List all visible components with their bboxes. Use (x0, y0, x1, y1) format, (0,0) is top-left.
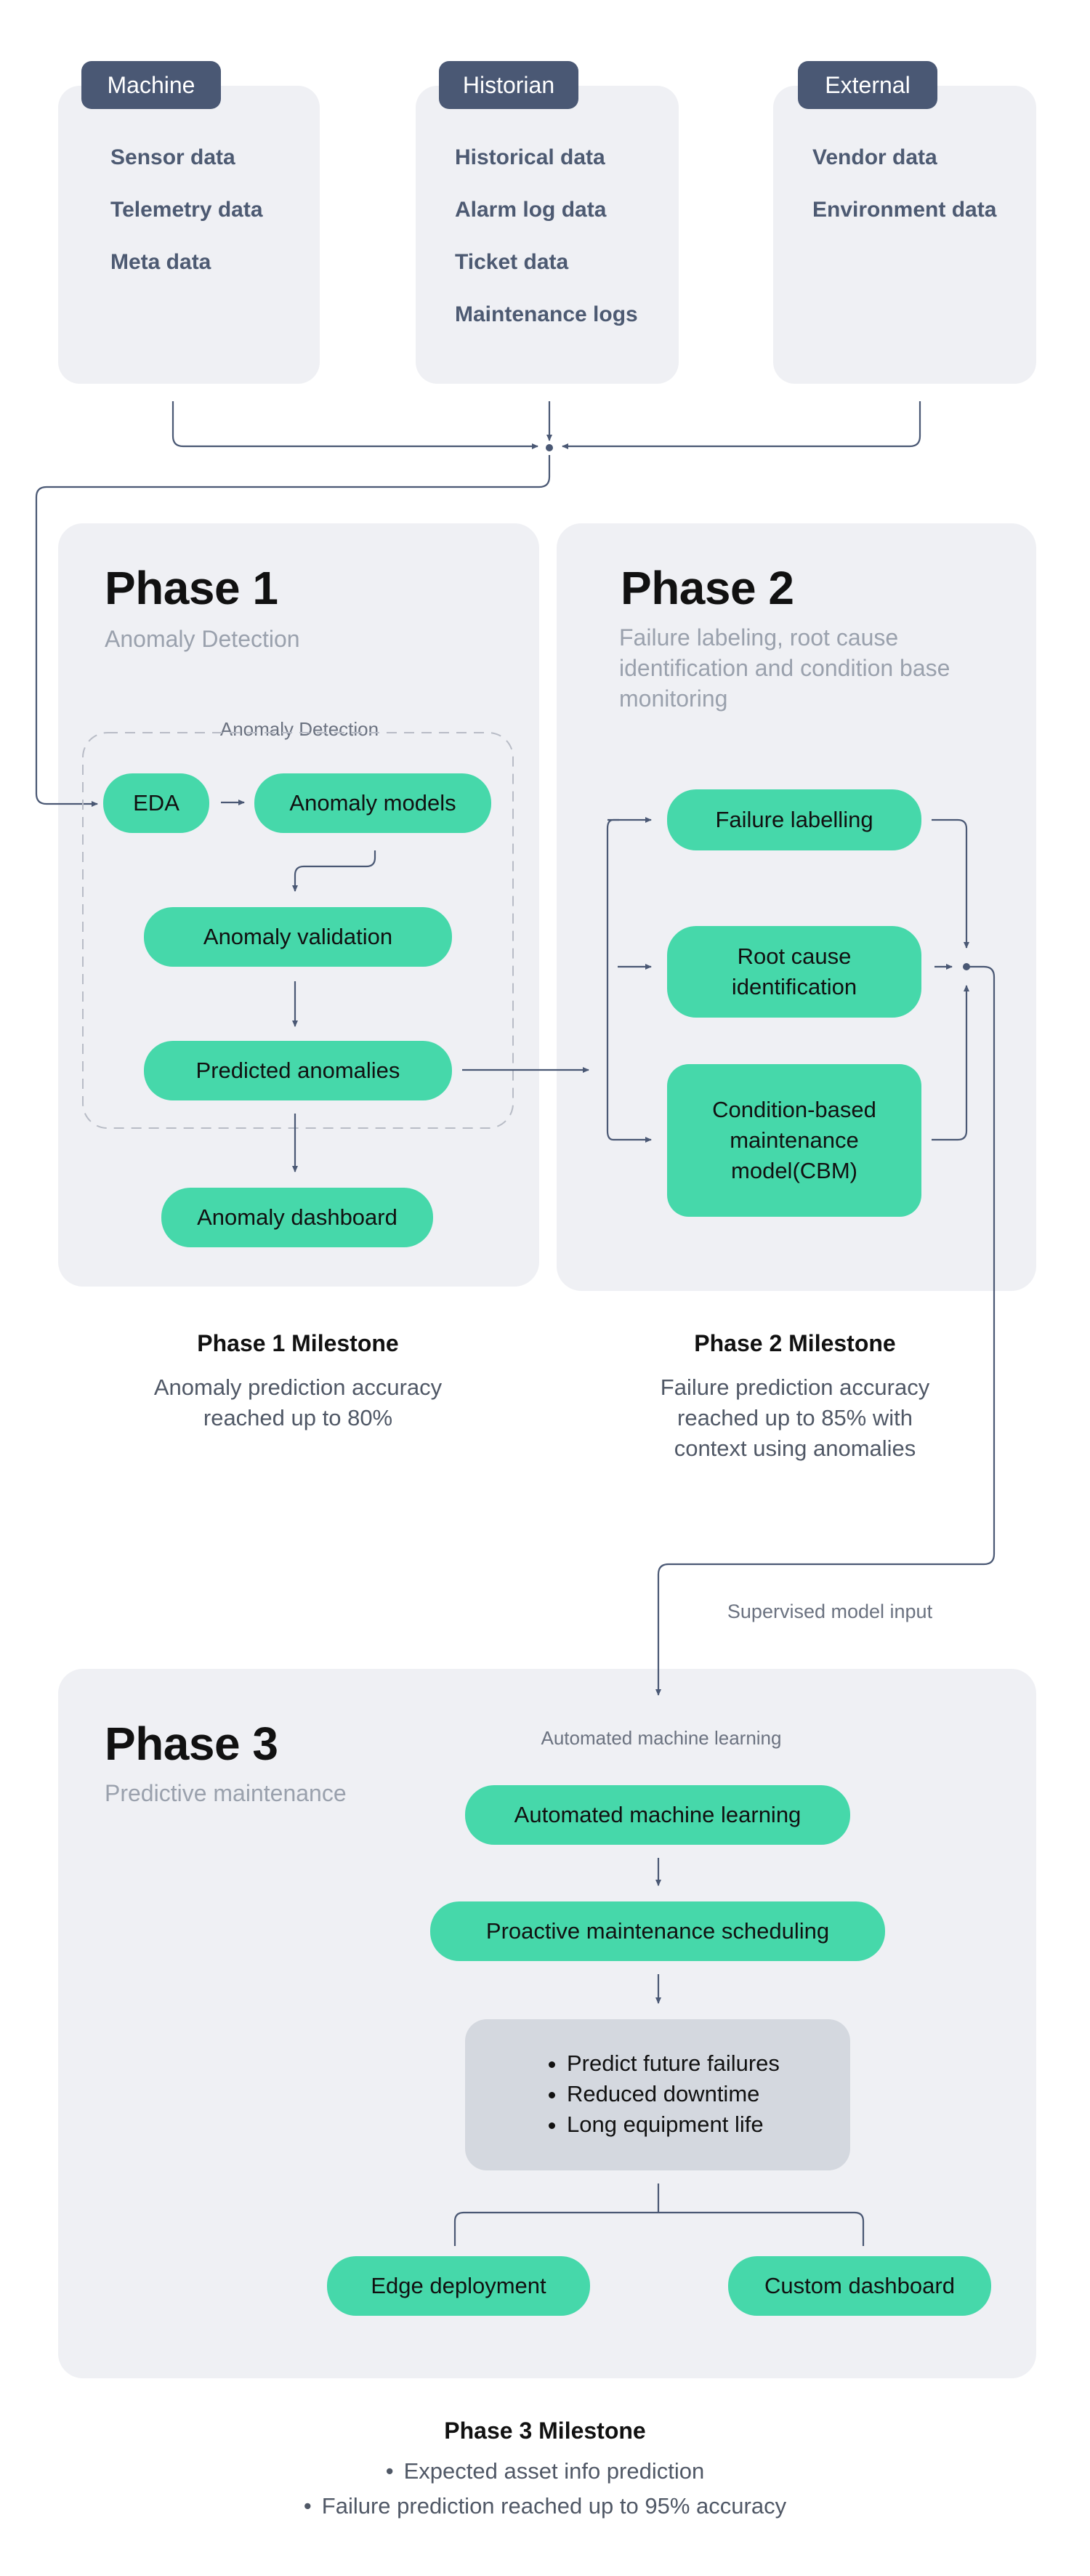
phase3-milestone-list: Expected asset info prediction Failure p… (218, 2454, 872, 2524)
phase2-fanout-connector (606, 818, 652, 1143)
phase3-group-label: Automated machine learning (541, 1727, 782, 1749)
external-connector (562, 401, 921, 449)
custom-dashboard-node: Custom dashboard (728, 2256, 991, 2316)
historian-item-maintenance: Maintenance logs (455, 302, 638, 326)
external-source-tag: External (798, 61, 937, 109)
historian-item-ticket: Ticket data (455, 250, 569, 274)
phase3-title: Phase 3 (105, 1718, 278, 1770)
phase3-milestone-title: Phase 3 Milestone (444, 2418, 646, 2444)
cbm-node: Condition-based maintenance model(CBM) (667, 1064, 921, 1217)
phase1-panel (58, 523, 539, 1287)
supervised-input-label: Supervised model input (727, 1601, 933, 1622)
phase2-milestone-title: Phase 2 Milestone (694, 1330, 896, 1356)
root-cause-node: Root cause identification (667, 926, 921, 1018)
machine-item-telemetry: Telemetry data (110, 198, 263, 222)
failure-to-merge-connector (932, 818, 969, 949)
historian-item-historical: Historical data (455, 145, 605, 169)
phase1-milestone-title: Phase 1 Milestone (197, 1330, 399, 1356)
phase2-to-phase3-connector (655, 965, 996, 1696)
phase1-milestone-text: Anomaly prediction accuracy reached up t… (153, 1374, 443, 1430)
eda-node: EDA (103, 773, 209, 833)
anomaly-validation-node: Anomaly validation (144, 907, 452, 967)
sources-merge-dot (546, 444, 553, 451)
edge-deployment-node: Edge deployment (327, 2256, 590, 2316)
automl-node: Automated machine learning (465, 1785, 850, 1845)
phase2-subtitle: Failure labeling, root cause identificat… (619, 624, 950, 712)
machine-source-tag: Machine (81, 61, 221, 109)
phase1-title: Phase 1 (105, 562, 278, 614)
models-to-validation-connector (292, 850, 376, 892)
phase1-group-label: Anomaly Detection (219, 718, 379, 740)
scheduling-node: Proactive maintenance scheduling (430, 1901, 885, 1961)
phase2-merge-dot (963, 963, 970, 970)
phase1-subtitle: Anomaly Detection (105, 626, 300, 652)
anomaly-dashboard-node: Anomaly dashboard (161, 1188, 433, 1247)
milestone-item: Failure prediction reached up to 95% acc… (218, 2489, 872, 2524)
phase1-dashed-group (82, 732, 514, 1129)
predicted-anomalies-node: Predicted anomalies (144, 1041, 452, 1100)
machine-item-sensor: Sensor data (110, 145, 235, 169)
phase3-subtitle: Predictive maintenance (105, 1780, 347, 1806)
outcomes-box: Predict future failures Reduced downtime… (465, 2019, 850, 2170)
outcome-item: Long equipment life (567, 2109, 850, 2140)
phase2-title: Phase 2 (621, 562, 794, 614)
failure-labelling-node: Failure labelling (667, 789, 921, 850)
cbm-to-merge-connector (932, 985, 969, 1141)
external-item-environment: Environment data (812, 198, 997, 222)
historian-source-card (416, 86, 679, 384)
machine-item-meta: Meta data (110, 250, 211, 274)
historian-source-tag: Historian (439, 61, 578, 109)
historian-item-alarm: Alarm log data (455, 198, 607, 222)
phase2-milestone-text: Failure prediction accuracy reached up t… (660, 1374, 930, 1461)
machine-connector (171, 401, 538, 449)
outcomes-list: Predict future failures Reduced downtime… (541, 2048, 850, 2140)
external-source-card (773, 86, 1036, 384)
merge-to-eda-connector (35, 455, 551, 807)
milestone-item: Expected asset info prediction (218, 2454, 872, 2489)
anomaly-models-node: Anomaly models (254, 773, 491, 833)
outcome-item: Reduced downtime (567, 2079, 850, 2109)
outcome-item: Predict future failures (567, 2048, 850, 2079)
external-item-vendor: Vendor data (812, 145, 937, 169)
machine-source-card (58, 86, 320, 384)
outcomes-split-connector (453, 2183, 865, 2246)
